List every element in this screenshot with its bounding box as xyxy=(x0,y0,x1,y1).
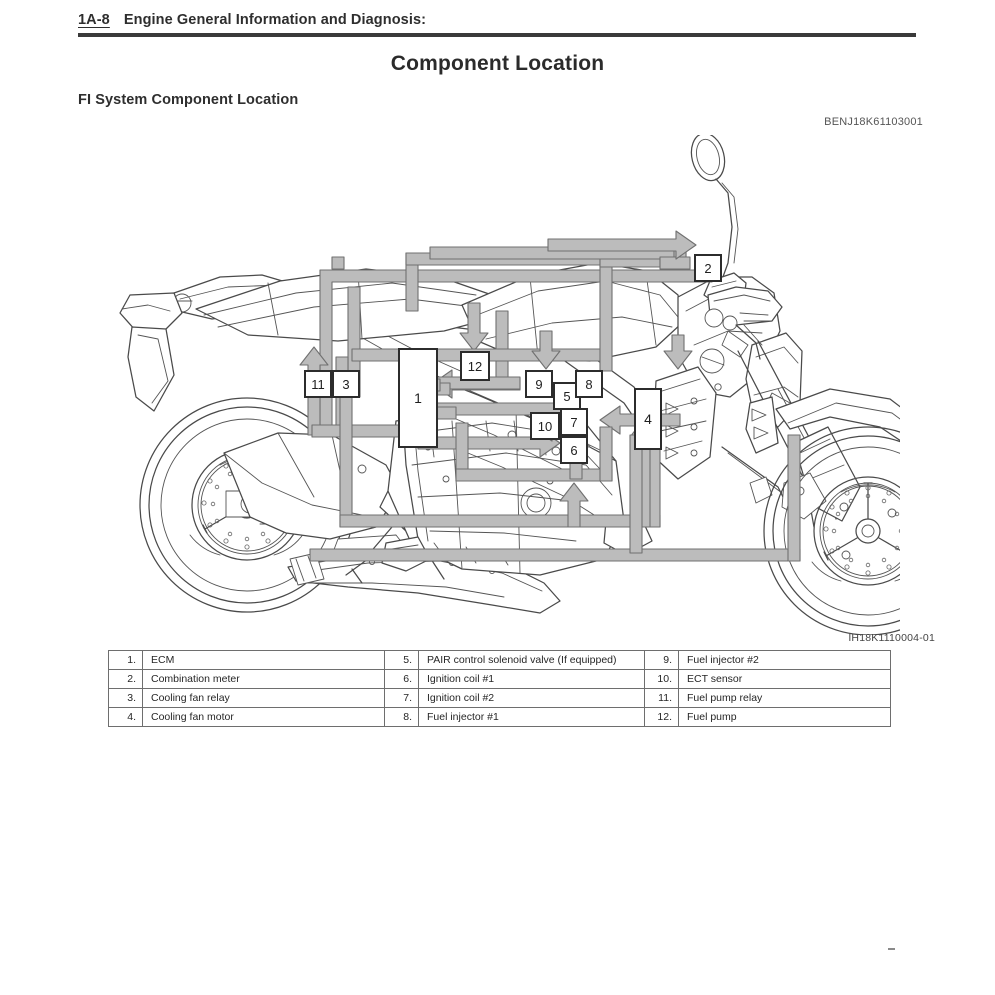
callout-2: 2 xyxy=(694,254,722,282)
callout-10-label: 10 xyxy=(537,418,553,434)
row-4-col-b-number: 8. xyxy=(384,707,419,727)
front-fork xyxy=(721,340,900,528)
row-3-col-c-number: 11. xyxy=(644,688,679,708)
row-3-col-a-number: 3. xyxy=(108,688,143,708)
callout-1: 1 xyxy=(398,348,438,448)
table-row: 4. Cooling fan motor 8. Fuel injector #1… xyxy=(108,707,891,727)
row-4-col-a-number: 4. xyxy=(108,707,143,727)
row-1-col-b-number: 5. xyxy=(384,650,419,670)
row-2-col-c-number: 10. xyxy=(644,669,679,689)
callout-9-label: 9 xyxy=(535,376,543,392)
motorcycle-line-art: .ln { fill:none; stroke:#4a4a4a; stroke-… xyxy=(119,135,900,635)
page-footer-mark xyxy=(888,948,895,950)
table-row: 1. ECM 5. PAIR control solenoid valve (I… xyxy=(108,650,891,670)
callout-3-label: 3 xyxy=(342,376,350,392)
page-header: 1A-8 Engine General Information and Diag… xyxy=(78,12,918,37)
row-4-col-a-label: Cooling fan motor xyxy=(142,707,385,727)
flow-arrows xyxy=(299,230,801,562)
side-panel xyxy=(745,396,779,454)
callout-8: 8 xyxy=(575,370,603,398)
callout-8-label: 8 xyxy=(585,376,593,392)
row-1-col-a-number: 1. xyxy=(108,650,143,670)
chapter-title: Engine General Information and Diagnosis… xyxy=(123,12,427,28)
callout-6-label: 6 xyxy=(570,442,578,458)
row-2-col-b-number: 6. xyxy=(384,669,419,689)
header-rule xyxy=(78,33,916,37)
callout-7-label: 7 xyxy=(570,414,578,430)
row-2-col-c-label: ECT sensor xyxy=(678,669,891,689)
callout-11: 11 xyxy=(304,370,332,398)
document-code: BENJ18K61103001 xyxy=(824,116,923,128)
callout-4-label: 4 xyxy=(644,411,652,427)
row-2-col-a-label: Combination meter xyxy=(142,669,385,689)
callout-12-label: 12 xyxy=(467,358,483,374)
page-header-line: 1A-8 Engine General Information and Diag… xyxy=(78,12,918,28)
callout-3: 3 xyxy=(332,370,360,398)
figure-code: IH18K1110004-01 xyxy=(848,632,935,644)
callout-7: 7 xyxy=(560,408,588,436)
callout-6: 6 xyxy=(560,436,588,464)
callout-12: 12 xyxy=(460,351,490,381)
row-3-col-a-label: Cooling fan relay xyxy=(142,688,385,708)
row-3-col-b-number: 7. xyxy=(384,688,419,708)
callout-11-label: 11 xyxy=(311,376,325,392)
row-1-col-b-label: PAIR control solenoid valve (If equipped… xyxy=(418,650,645,670)
callout-5-label: 5 xyxy=(563,388,571,404)
callout-1-label: 1 xyxy=(414,390,422,406)
subsection-title: FI System Component Location xyxy=(78,92,299,108)
radiator xyxy=(651,366,717,480)
row-3-col-c-label: Fuel pump relay xyxy=(678,688,891,708)
row-2-col-b-label: Ignition coil #1 xyxy=(418,669,645,689)
row-2-col-a-number: 2. xyxy=(108,669,143,689)
component-legend-table: 1. ECM 5. PAIR control solenoid valve (I… xyxy=(108,650,891,727)
callout-4: 4 xyxy=(634,388,662,450)
row-4-col-c-number: 12. xyxy=(644,707,679,727)
row-1-col-a-label: ECM xyxy=(142,650,385,670)
page-number: 1A-8 xyxy=(78,12,110,28)
table-row: 2. Combination meter 6. Ignition coil #1… xyxy=(108,669,891,689)
row-1-col-c-label: Fuel injector #2 xyxy=(678,650,891,670)
fi-system-diagram: .ln { fill:none; stroke:#4a4a4a; stroke-… xyxy=(100,135,900,635)
callout-10: 10 xyxy=(530,412,560,440)
table-row: 3. Cooling fan relay 7. Ignition coil #2… xyxy=(108,688,891,708)
front-wheel xyxy=(763,426,900,635)
row-3-col-b-label: Ignition coil #2 xyxy=(418,688,645,708)
callout-9: 9 xyxy=(525,370,553,398)
row-1-col-c-number: 9. xyxy=(644,650,679,670)
page-title: Component Location xyxy=(390,52,605,75)
callout-2-label: 2 xyxy=(704,260,712,276)
row-4-col-b-label: Fuel injector #1 xyxy=(418,707,645,727)
handlebar-mirror xyxy=(690,135,783,360)
row-4-col-c-label: Fuel pump xyxy=(678,707,891,727)
